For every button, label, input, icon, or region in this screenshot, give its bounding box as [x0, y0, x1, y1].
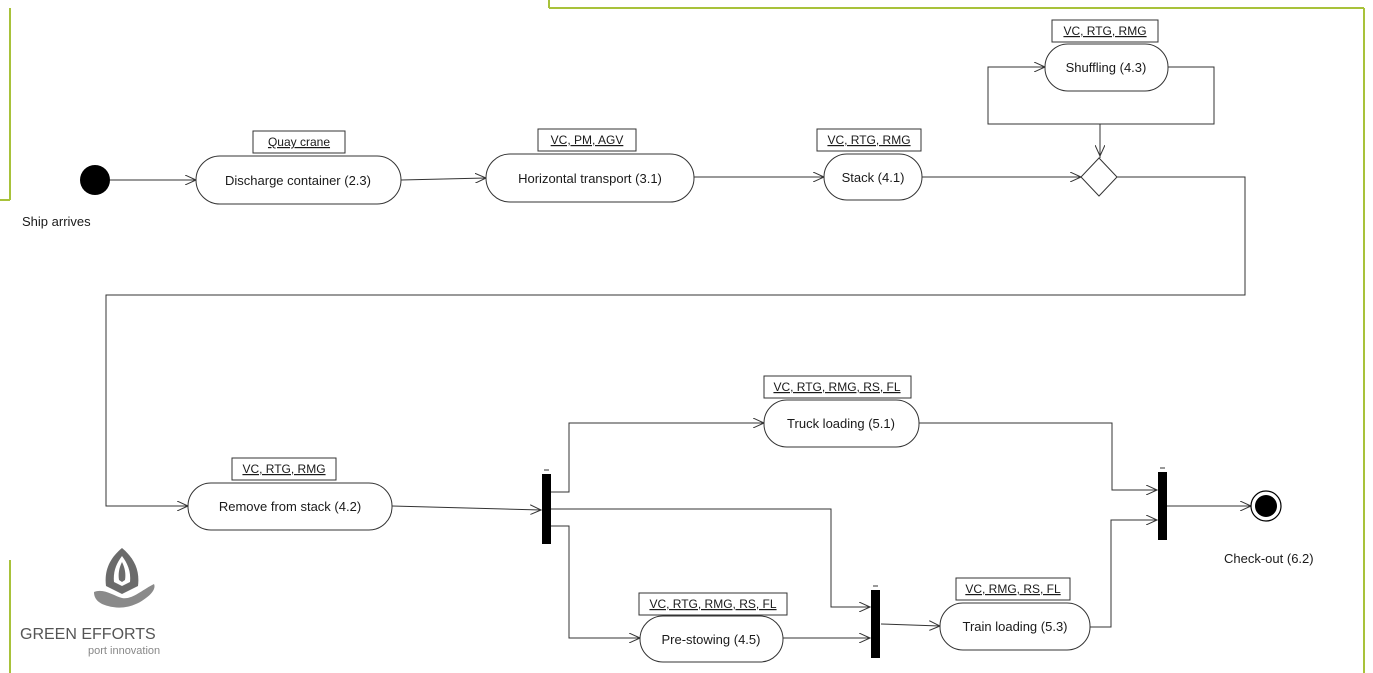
activity-train: VC, RMG, RS, FL Train loading (5.3) [939, 577, 1091, 651]
edge-train-finaljoin [1090, 520, 1157, 628]
join-bar-final [1158, 472, 1167, 540]
activity-label-prestow: Pre-stowing (4.5) [662, 632, 761, 647]
logo-tagline: port innovation [88, 645, 160, 657]
ship-hand-icon [94, 548, 155, 608]
flow-edges [105, 66, 1251, 638]
edge-fork-prestow [551, 525, 640, 638]
activity-label-shuffling: Shuffling (4.3) [1066, 60, 1147, 75]
activity-shuffling: VC, RTG, RMG Shuffling (4.3) [1044, 19, 1169, 92]
logo-name: GREEN EFFORTS [20, 626, 156, 643]
resource-label-remove: VC, RTG, RMG [242, 462, 325, 476]
decision-diamond [1080, 157, 1118, 197]
join-bar-train [871, 590, 880, 658]
start-node [80, 165, 110, 195]
edge-shuffling-decision [1100, 66, 1215, 156]
edge-decision-remove [105, 176, 1246, 506]
resource-label-truck: VC, RTG, RMG, RS, FL [773, 380, 900, 394]
activity-label-remove: Remove from stack (4.2) [219, 499, 361, 514]
resource-label-shuffling: VC, RTG, RMG [1063, 24, 1146, 38]
resource-label-stack: VC, RTG, RMG [827, 133, 910, 147]
edge-truck-finaljoin [919, 422, 1157, 490]
activity-discharge: Quay crane Discharge container (2.3) [195, 130, 402, 205]
activity-stack: VC, RTG, RMG Stack (4.1) [816, 128, 923, 201]
edge-joinbar-train [880, 624, 940, 626]
resource-label-train: VC, RMG, RS, FL [965, 582, 1061, 596]
resource-label-discharge: Quay crane [268, 135, 330, 149]
activity-remove: VC, RTG, RMG Remove from stack (4.2) [187, 457, 393, 531]
activity-label-horizontal: Horizontal transport (3.1) [518, 171, 662, 186]
start-label: Ship arrives [22, 214, 91, 229]
activity-label-discharge: Discharge container (2.3) [225, 173, 371, 188]
resource-label-horizontal: VC, PM, AGV [551, 133, 624, 147]
green-efforts-logo: GREEN EFFORTS port innovation [20, 548, 160, 657]
activity-label-train: Train loading (5.3) [962, 619, 1067, 634]
activity-label-stack: Stack (4.1) [842, 170, 905, 185]
activity-label-truck: Truck loading (5.1) [787, 416, 895, 431]
end-label: Check-out (6.2) [1224, 551, 1314, 566]
resource-label-prestow: VC, RTG, RMG, RS, FL [649, 597, 776, 611]
edge-discharge-horizontal [400, 178, 486, 180]
edge-fork-joinbar [551, 508, 870, 607]
edge-fork-truck [551, 423, 764, 493]
edge-remove-fork [391, 506, 541, 510]
activity-truck: VC, RTG, RMG, RS, FL Truck loading (5.1) [763, 375, 920, 448]
activity-horizontal: VC, PM, AGV Horizontal transport (3.1) [485, 128, 695, 203]
activity-prestow: VC, RTG, RMG, RS, FL Pre-stowing (4.5) [638, 592, 788, 663]
fork-bar [542, 474, 551, 544]
end-node [1250, 490, 1282, 522]
